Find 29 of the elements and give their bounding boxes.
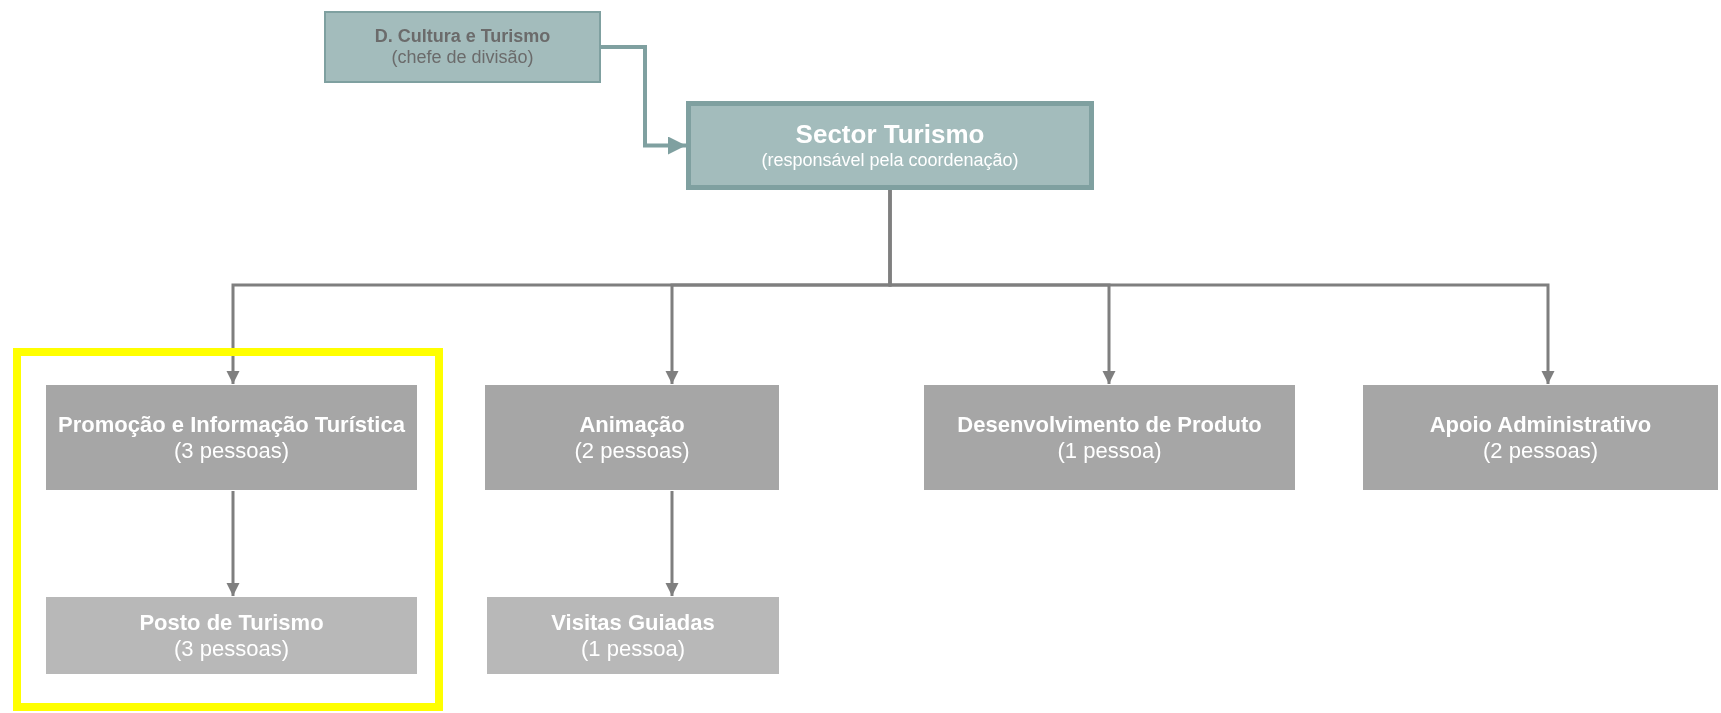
node-subtitle: (3 pessoas): [174, 437, 289, 463]
node-subtitle: (3 pessoas): [174, 635, 289, 661]
division-box: [324, 11, 601, 83]
node-title: Animação: [579, 412, 685, 438]
subunit-box: [45, 596, 418, 675]
node-title: Visitas Guiadas: [551, 610, 715, 636]
arrow: [888, 190, 1555, 384]
arrow: [665, 491, 679, 596]
unit-box: [484, 384, 780, 491]
node-title: Promoção e Informação Turística: [58, 412, 405, 438]
node-title: Apoio Administrativo: [1429, 412, 1652, 438]
subunit-box: [486, 596, 780, 675]
node-title: Posto de Turismo: [139, 610, 324, 636]
highlight-frame: [13, 348, 443, 711]
node-title: Desenvolvimento de Produto: [957, 412, 1262, 438]
unit-box: [45, 384, 418, 491]
node-title: D. Cultura e Turismo: [374, 26, 551, 47]
sector-box: [686, 101, 1094, 190]
node-subtitle: (2 pessoas): [1483, 437, 1598, 463]
node-subtitle: (1 pessoa): [581, 635, 685, 661]
unit-box: [1362, 384, 1719, 491]
arrow: [226, 491, 240, 596]
node-subtitle: (responsável pela coordenação): [761, 150, 1019, 171]
node-title: Sector Turismo: [795, 120, 985, 151]
node-subtitle: (1 pessoa): [1057, 437, 1162, 463]
node-subtitle: (chefe de divisão): [391, 47, 534, 68]
arrow: [601, 45, 686, 155]
unit-box: [923, 384, 1296, 491]
node-subtitle: (2 pessoas): [574, 437, 690, 463]
